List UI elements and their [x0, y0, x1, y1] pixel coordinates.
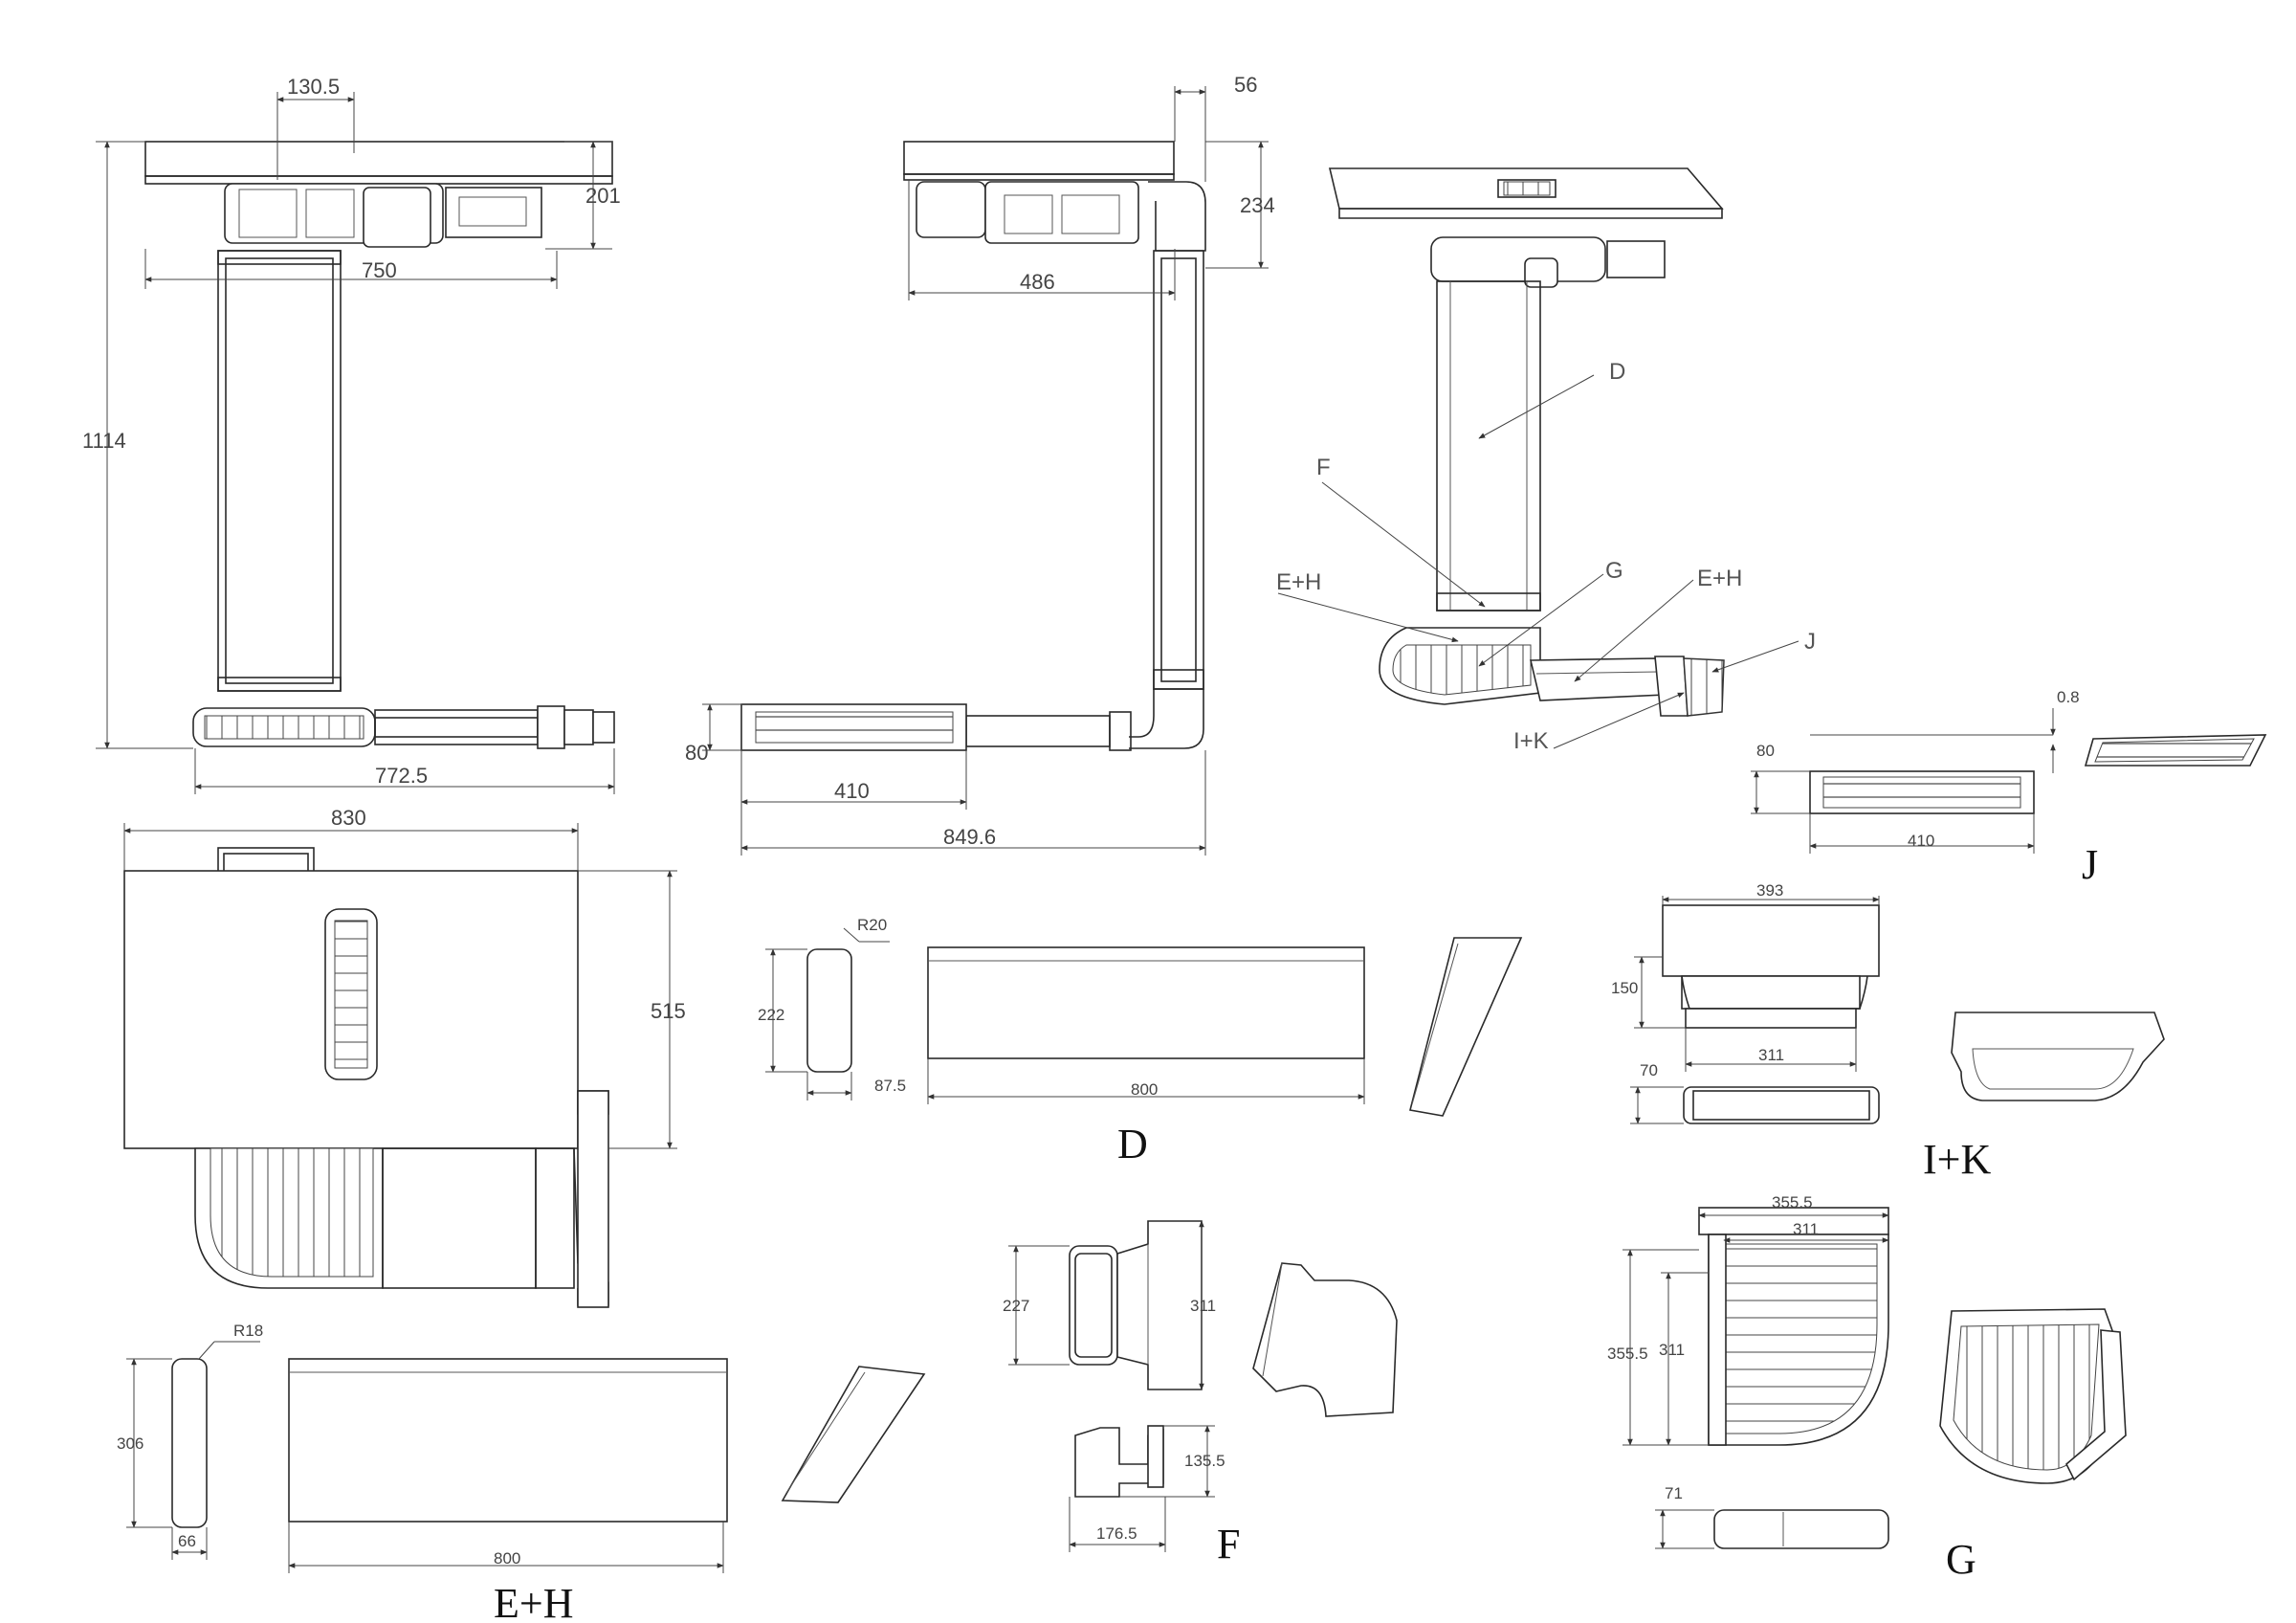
- part-IK: 393 150 311 70 I+K: [1611, 881, 2165, 1183]
- dim-227: 227: [1003, 1297, 1029, 1315]
- dim-66: 66: [178, 1532, 196, 1550]
- dim-87-5: 87.5: [874, 1077, 906, 1095]
- callout-F: F: [1316, 455, 1331, 480]
- part-F: 227 311 135.5 176.5 F: [1003, 1220, 1398, 1567]
- dim-410-side: 410: [834, 779, 870, 803]
- dim-800-D: 800: [1131, 1080, 1158, 1099]
- dim-56: 56: [1234, 73, 1257, 97]
- dim-70: 70: [1640, 1061, 1658, 1079]
- dim-222: 222: [758, 1006, 784, 1024]
- callout-G: G: [1605, 558, 1623, 584]
- plan-view: 830 515: [123, 806, 686, 1308]
- part-J: 0.8 80 410 J: [1751, 688, 2267, 888]
- dim-234: 234: [1240, 193, 1275, 217]
- dim-311-IK: 311: [1758, 1046, 1784, 1064]
- dim-772-5: 772.5: [375, 764, 428, 788]
- dim-311-F: 311: [1190, 1297, 1216, 1315]
- dim-515: 515: [651, 999, 686, 1023]
- dim-176-5: 176.5: [1096, 1524, 1137, 1543]
- callout-EH-right: E+H: [1697, 566, 1742, 591]
- label-IK: I+K: [1923, 1136, 1991, 1183]
- dim-410-J: 410: [1908, 832, 1934, 850]
- dim-830: 830: [331, 806, 366, 830]
- dim-393: 393: [1756, 881, 1783, 900]
- label-G: G: [1946, 1536, 1976, 1583]
- dim-80-side: 80: [685, 741, 708, 765]
- part-G: 355.5 311 355.5 311 71 G: [1607, 1193, 2127, 1583]
- dim-201: 201: [585, 184, 621, 208]
- dim-486: 486: [1020, 270, 1055, 294]
- dim-355-5-side: 355.5: [1607, 1345, 1648, 1363]
- dim-355-5-top: 355.5: [1772, 1193, 1813, 1212]
- part-D: R20 222 87.5 800 D: [758, 916, 1523, 1167]
- dim-80-J: 80: [1756, 742, 1775, 760]
- dim-306: 306: [117, 1434, 144, 1453]
- dim-150: 150: [1611, 979, 1638, 997]
- front-view: 130.5 201 750 1114 772.5: [82, 75, 621, 794]
- callout-J: J: [1804, 629, 1816, 655]
- dim-800-EH: 800: [494, 1549, 520, 1567]
- label-J: J: [2082, 841, 2098, 888]
- dim-135-5: 135.5: [1184, 1452, 1225, 1470]
- dim-849-6: 849.6: [943, 825, 996, 849]
- dim-R20: R20: [857, 916, 887, 934]
- dim-1114: 1114: [82, 429, 126, 453]
- label-F: F: [1217, 1521, 1240, 1567]
- iso-view: D F E+H G E+H J I+K: [1276, 167, 1816, 754]
- side-view: 56 234 486 80 410 849.6: [685, 73, 1275, 856]
- dim-R18: R18: [233, 1322, 263, 1340]
- callout-D: D: [1609, 359, 1625, 385]
- label-D: D: [1117, 1121, 1148, 1167]
- dim-71: 71: [1665, 1484, 1683, 1502]
- callout-EH-left: E+H: [1276, 569, 1321, 595]
- label-EH: E+H: [494, 1580, 573, 1623]
- dim-311-top-G: 311: [1793, 1220, 1819, 1238]
- dim-311-side-G: 311: [1659, 1341, 1685, 1359]
- dim-130-5: 130.5: [287, 75, 340, 99]
- part-EH: R18 306 66 800 E+H: [117, 1322, 926, 1623]
- callout-IK: I+K: [1513, 728, 1549, 754]
- dim-0-8: 0.8: [2057, 688, 2080, 706]
- dim-750: 750: [362, 258, 397, 282]
